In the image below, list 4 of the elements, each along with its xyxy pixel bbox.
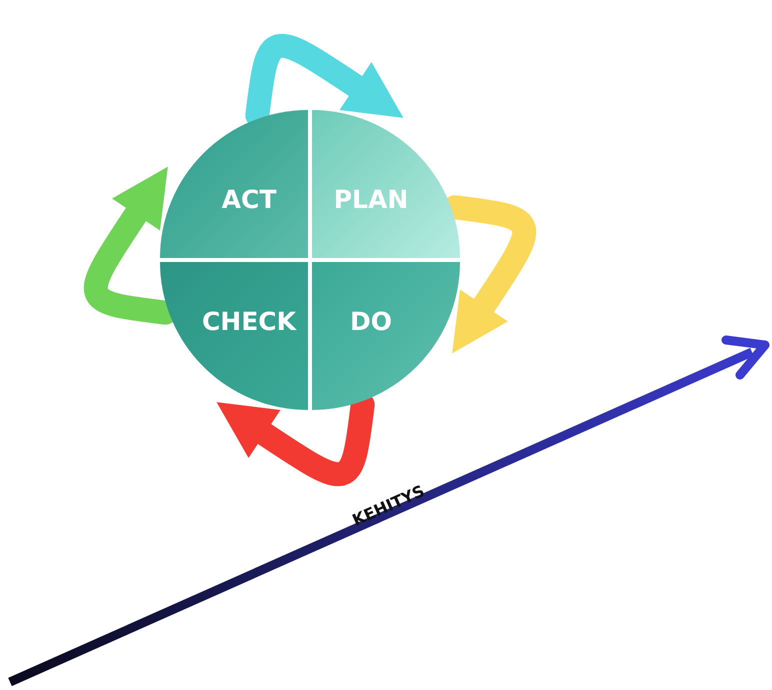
quadrant-label: PLAN [334, 184, 408, 214]
quadrant-label: CHECK [202, 306, 296, 336]
quadrant-label: ACT [222, 184, 276, 214]
quadrant-label: DO [350, 306, 392, 336]
